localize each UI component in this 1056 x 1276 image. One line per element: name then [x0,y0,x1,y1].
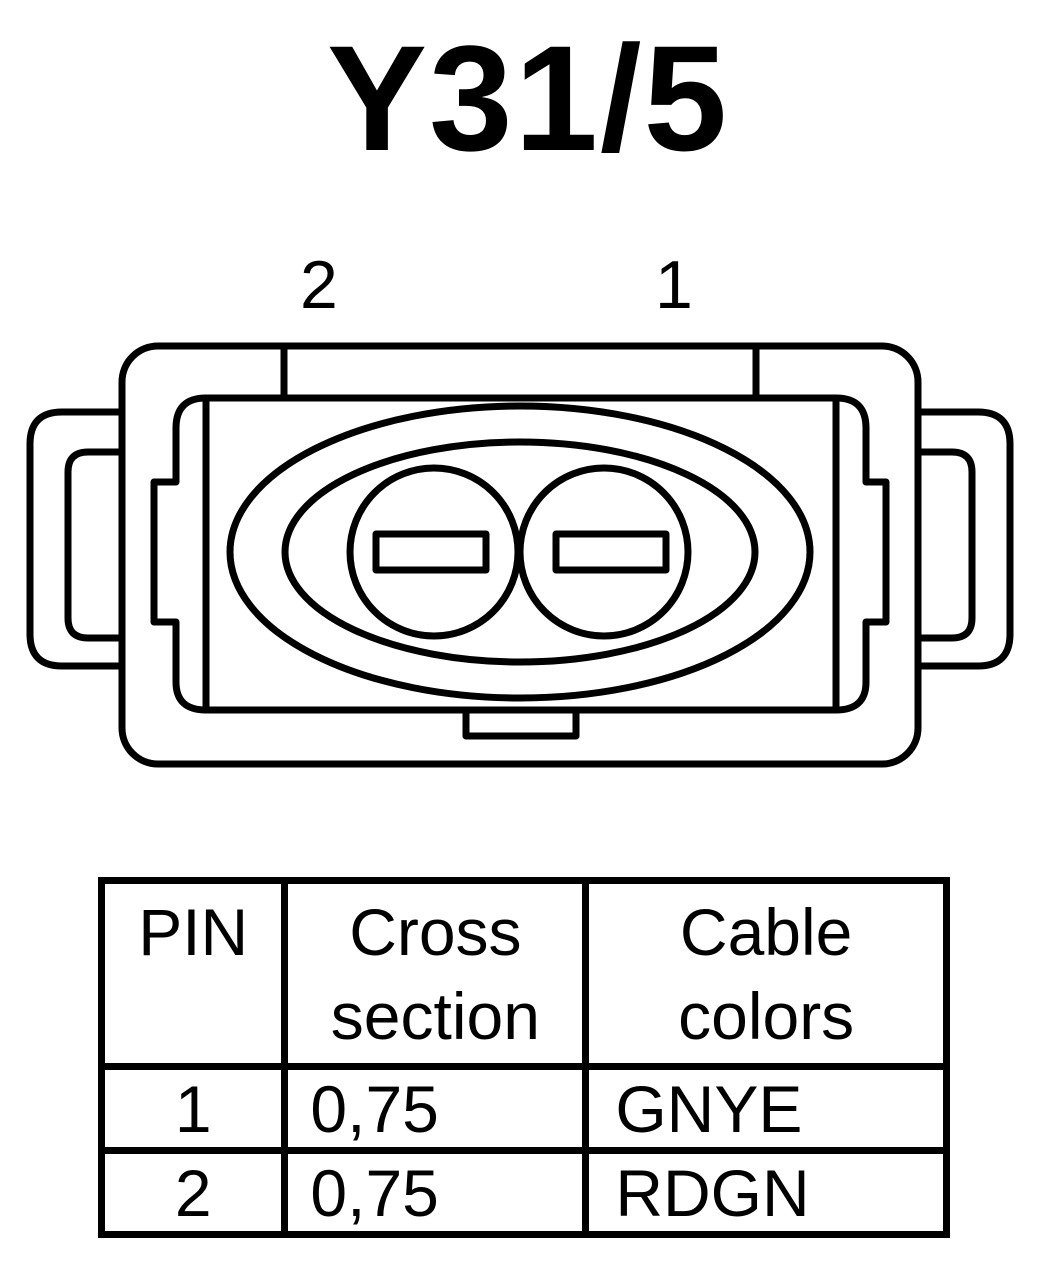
pin-1-label: 1 [655,247,693,323]
right-latch [916,408,1014,670]
header-cross-section-line-2: section [330,979,540,1053]
row-2-cable-color: RDGN [582,1147,950,1238]
inner-ellipse [281,438,759,666]
table-row: 2 0,75 RDGN [97,1147,950,1238]
table-header-row: PIN Cross section Cable colors [97,877,950,1070]
outer-housing [118,342,922,768]
pin-1-circle [516,464,692,640]
table-row: 1 0,75 GNYE [97,1063,950,1154]
left-latch [26,408,122,670]
row-2-cross-section: 0,75 [281,1147,590,1238]
connector-title: Y31/5 [327,14,729,182]
right-latch-inner [916,448,976,642]
header-cable-colors-line-2: colors [678,979,855,1053]
row-1-cross-section: 0,75 [281,1063,590,1154]
header-cable-colors: Cable colors [582,877,950,1070]
row-2-pin: 2 [97,1147,289,1238]
row-1-cable-color: GNYE [582,1063,950,1154]
header-cable-colors-line-1: Cable [679,895,853,969]
pin-2-blade [372,530,490,574]
outer-ellipse [226,402,814,702]
header-cross-section-line-1: Cross [349,895,522,969]
left-latch-inner [64,448,122,642]
pin-table: PIN Cross section Cable colors 1 0,75 GN… [97,877,950,1238]
connector-drawing [26,342,1014,768]
pin-2-label: 2 [300,247,338,323]
header-cross-section: Cross section [281,877,590,1070]
header-pin: PIN [97,877,289,1070]
bottom-key [462,710,580,740]
row-1-pin: 1 [97,1063,289,1154]
pin-1-blade [552,530,670,574]
